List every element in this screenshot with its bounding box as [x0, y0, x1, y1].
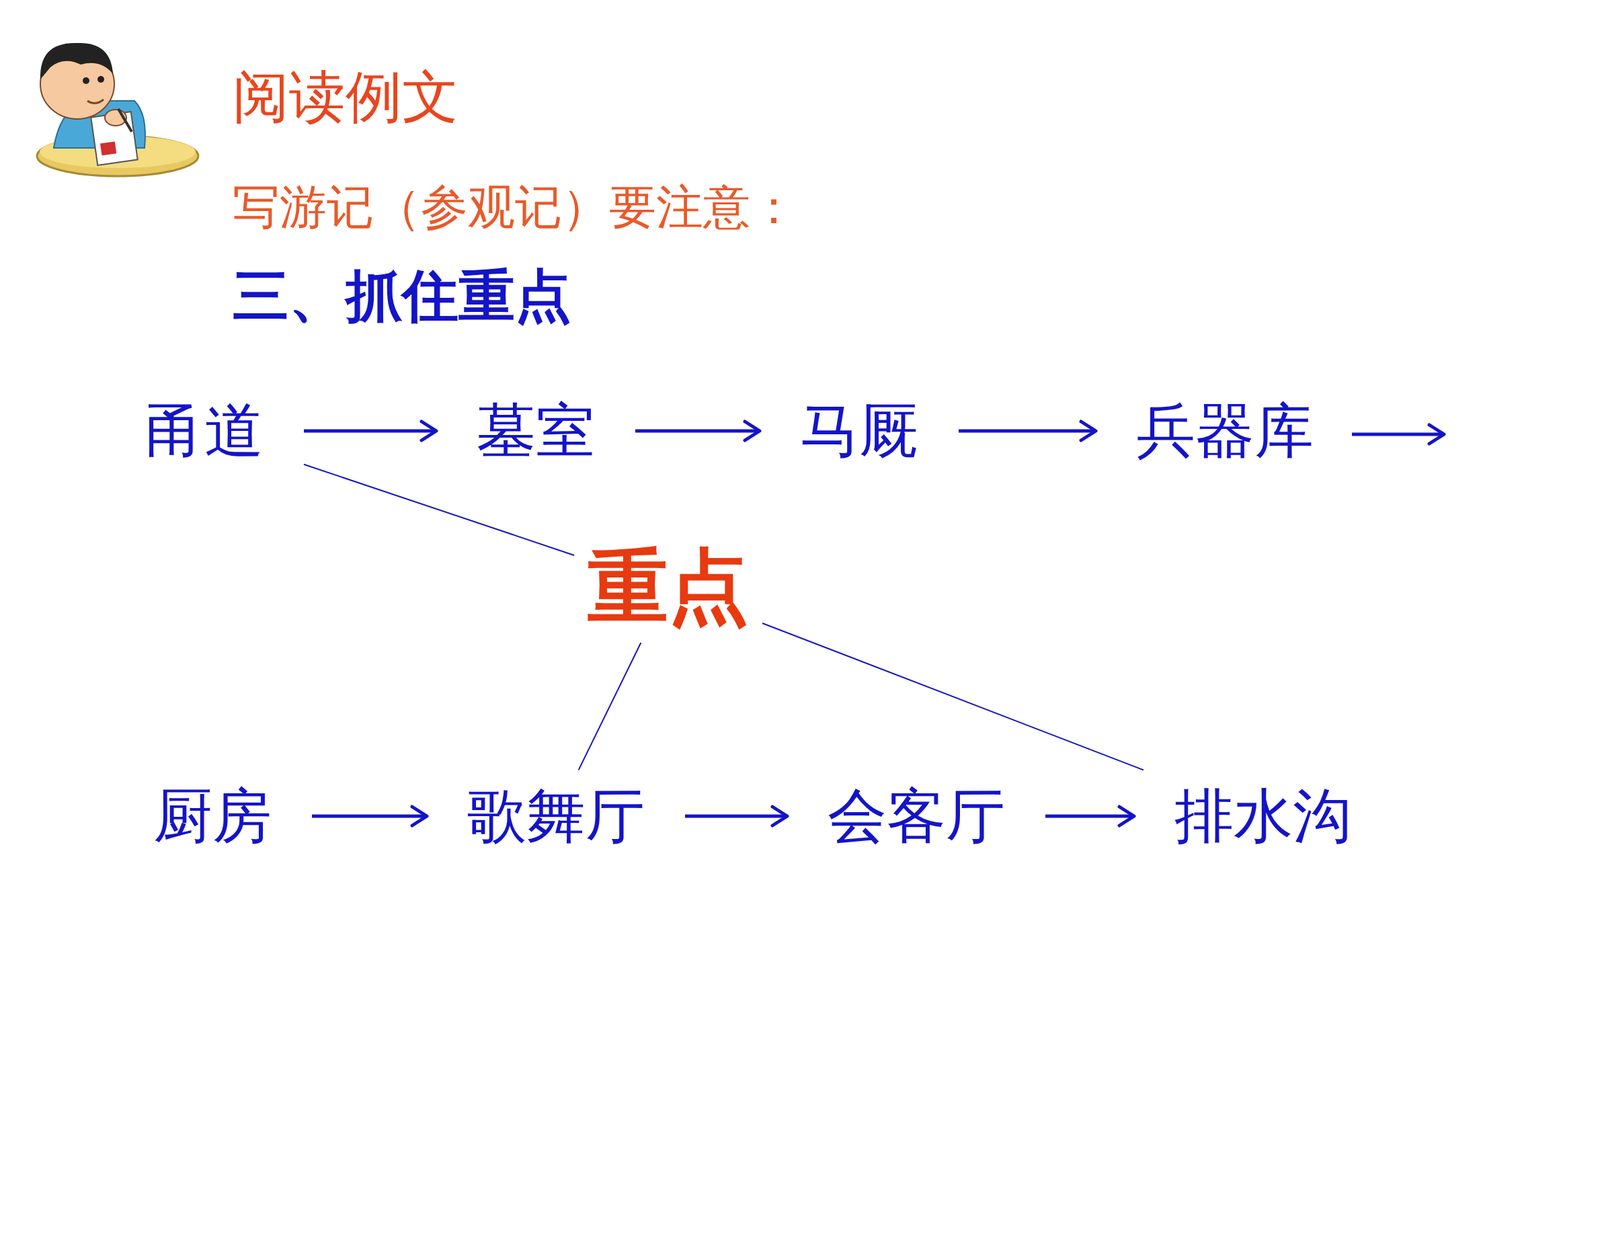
link-line: [762, 623, 1144, 770]
node-text: 兵器库: [1136, 395, 1314, 466]
place-node: 墓室: [436, 384, 636, 477]
place-node: 马厩: [759, 384, 959, 477]
slide-title: 阅读例文: [232, 64, 459, 130]
node-text: 马厩: [800, 395, 919, 466]
trailing-arrow: [1351, 432, 1445, 437]
boy-icon: [36, 43, 199, 177]
subtitle-note: 写游记（参观记）要注意：: [232, 180, 798, 235]
flow-arrow: [311, 814, 427, 819]
focus-node: 重点: [574, 531, 763, 643]
place-node: 甬道: [104, 384, 304, 477]
place-node: 排水沟: [1134, 769, 1393, 862]
flow-arrow: [685, 814, 788, 819]
link-line: [578, 642, 642, 770]
node-text: 重点: [587, 539, 749, 634]
flow-arrow: [303, 429, 437, 433]
place-node: 会客厅: [787, 769, 1046, 862]
node-text: 甬道: [145, 395, 264, 466]
section-heading: 三、抓住重点: [232, 263, 572, 329]
node-text: 厨房: [153, 781, 272, 851]
flow-arrow: [1045, 814, 1135, 819]
link-line: [303, 464, 575, 556]
place-node: 厨房: [112, 769, 312, 862]
node-text: 会客厅: [827, 781, 1006, 851]
node-text: 排水沟: [1174, 781, 1352, 851]
flow-arrow: [635, 429, 760, 433]
node-text: 墓室: [476, 395, 595, 466]
place-node: 兵器库: [1095, 384, 1354, 477]
flow-arrow: [958, 429, 1096, 433]
place-node: 歌舞厅: [426, 769, 686, 862]
node-text: 歌舞厅: [467, 781, 645, 851]
